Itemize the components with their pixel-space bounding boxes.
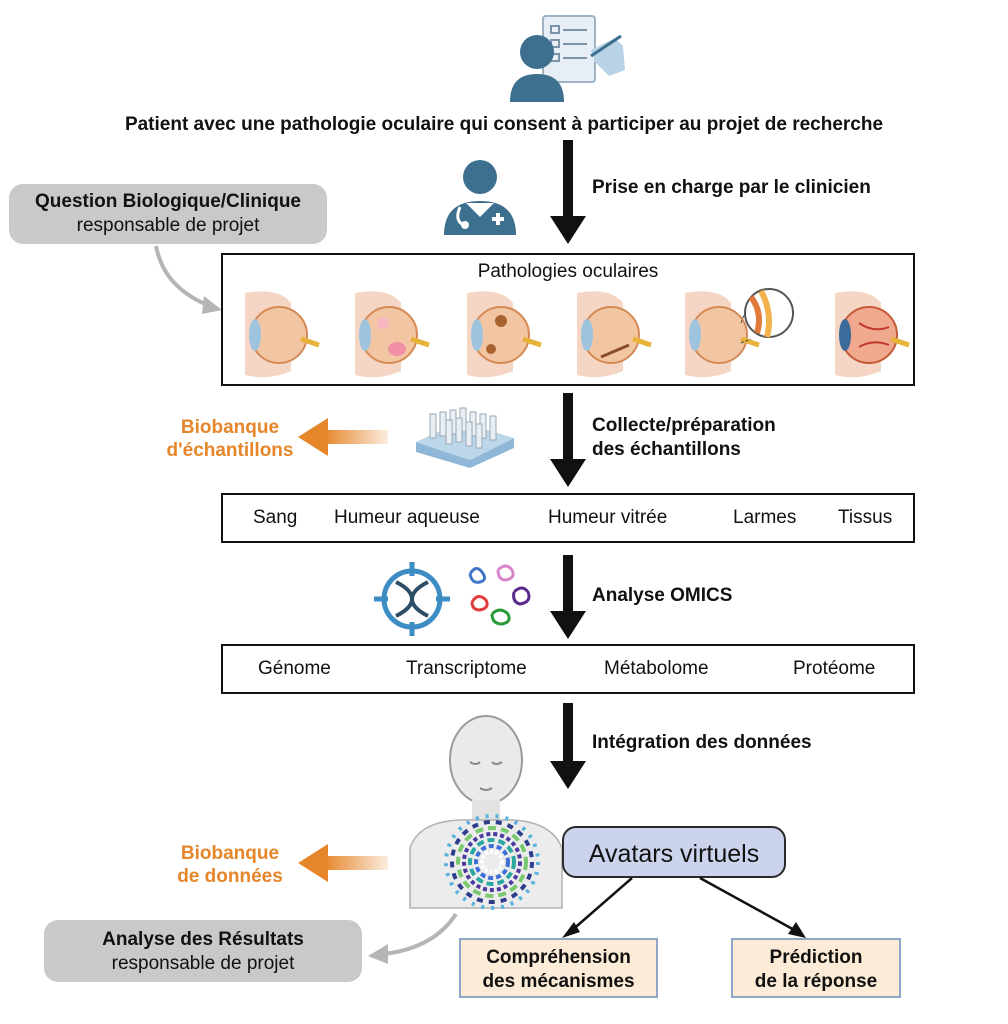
avatar-box: Avatars virtuels — [562, 826, 786, 878]
pathologies-box: Pathologies oculaires — [221, 253, 915, 386]
flow-arrow-1 — [550, 140, 586, 244]
results-box: Analyse des Résultats responsable de pro… — [44, 920, 362, 982]
data-biobank-line2: de données — [177, 866, 283, 887]
step-label-collection-line1: Collecte/préparation — [592, 415, 776, 436]
output-prediction-line2: de la réponse — [754, 971, 878, 992]
sample-biobank-line1: Biobanque — [180, 417, 280, 438]
eye-icon-vessels — [835, 291, 910, 378]
output-mechanisms-line2: des mécanismes — [482, 971, 635, 992]
question-box-title: Question Biologique/Clinique — [35, 191, 301, 212]
omics-item: Transcriptome — [406, 658, 527, 679]
sample-item: Sang — [253, 507, 298, 528]
eye-icon-tumor — [355, 291, 430, 378]
avatar-branch-arrows — [562, 876, 806, 938]
eye-icons — [245, 288, 910, 378]
sample-item: Larmes — [733, 507, 797, 528]
circular-data-icon — [444, 814, 540, 910]
eye-icon-normal — [245, 291, 320, 378]
eye-icon-spots — [467, 291, 542, 378]
question-curved-arrow — [154, 245, 222, 314]
sample-biobank-label: Biobanque d'échantillons — [150, 416, 310, 462]
sample-biobank-line2: d'échantillons — [166, 440, 294, 461]
eye-icon-detachment — [577, 291, 652, 378]
output-box-mechanisms: Compréhension des mécanismes — [459, 938, 658, 998]
results-box-subtitle: responsable de projet — [111, 953, 295, 974]
flow-arrow-3 — [550, 555, 586, 639]
step-label-collection-line2: des échantillons — [592, 439, 741, 460]
sample-plate-icon — [416, 407, 514, 468]
output-box-prediction: Prédiction de la réponse — [731, 938, 901, 998]
step-label-integration: Intégration des données — [592, 732, 812, 753]
main-title: Patient avec une pathologie oculaire qui… — [124, 114, 884, 135]
sample-biobank-arrow — [298, 418, 388, 456]
protein-icons — [468, 564, 531, 626]
dna-target-icon — [374, 562, 450, 636]
flow-arrow-4 — [550, 703, 586, 789]
data-biobank-label: Biobanque de données — [150, 842, 310, 888]
flow-arrow-2 — [550, 393, 586, 487]
omics-item: Génome — [258, 658, 331, 679]
output-mechanisms-line1: Compréhension — [486, 947, 631, 968]
sample-item: Humeur vitrée — [548, 507, 668, 528]
question-box: Question Biologique/Clinique responsable… — [9, 184, 327, 244]
results-curved-arrow — [368, 912, 458, 964]
data-biobank-line1: Biobanque — [180, 843, 280, 864]
clinician-icon — [444, 160, 516, 235]
step-label-omics: Analyse OMICS — [592, 585, 733, 606]
omics-item: Métabolome — [604, 658, 709, 679]
question-box-subtitle: responsable de projet — [76, 215, 260, 236]
data-biobank-arrow — [298, 844, 388, 882]
step-label-collection: Collecte/préparation des échantillons — [592, 414, 776, 462]
omics-item: Protéome — [793, 658, 876, 679]
samples-box: Sang Humeur aqueuse Humeur vitrée Larmes… — [221, 493, 915, 543]
results-box-title: Analyse des Résultats — [102, 929, 304, 950]
output-prediction-line1: Prédiction — [769, 947, 863, 968]
sample-item: Tissus — [838, 507, 893, 528]
patient-consent-icon — [510, 15, 625, 102]
pathologies-title: Pathologies oculaires — [477, 261, 659, 282]
sample-item: Humeur aqueuse — [334, 507, 480, 528]
omics-box: Génome Transcriptome Métabolome Protéome — [221, 644, 915, 694]
eye-icon-zoom — [685, 288, 794, 378]
step-label-clinician: Prise en charge par le clinicien — [592, 177, 871, 198]
